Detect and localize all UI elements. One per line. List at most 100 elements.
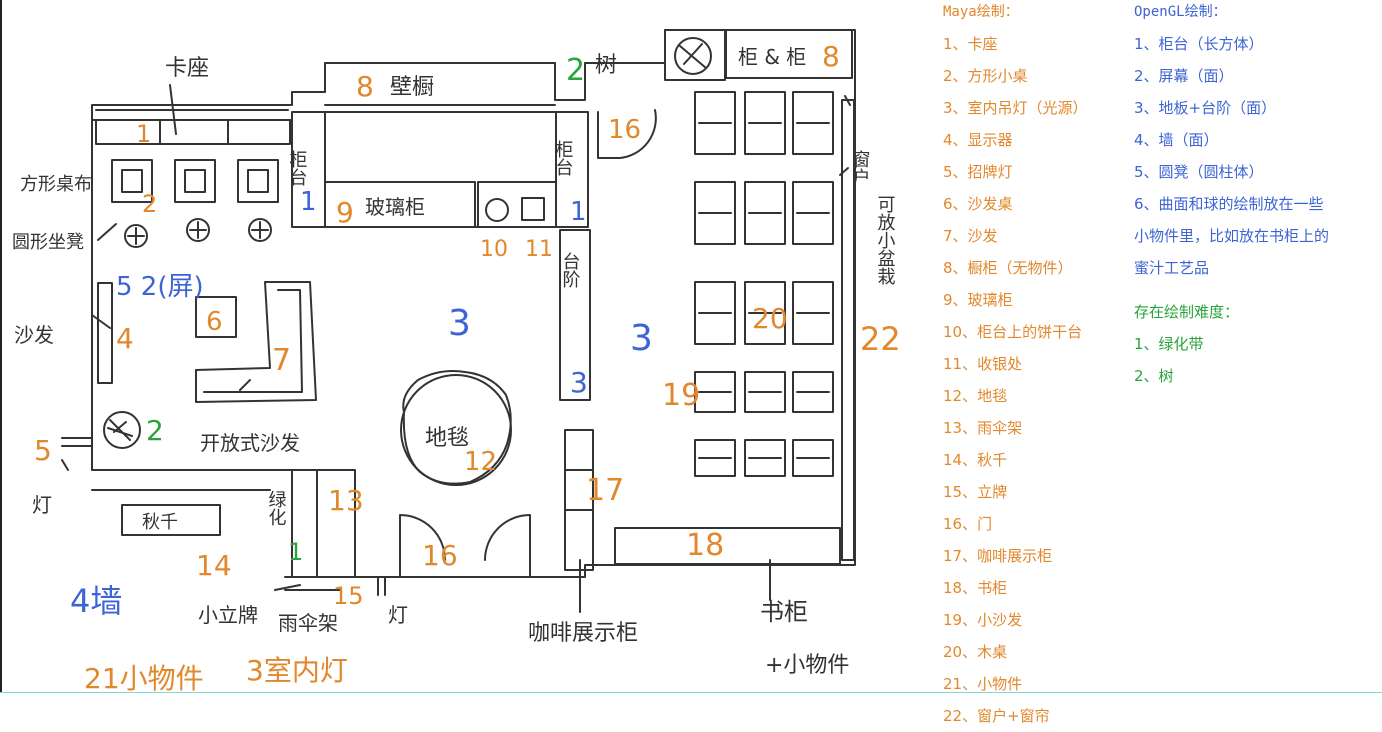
opengl-item: 1、柜台（长方体）	[1134, 35, 1264, 53]
num-6: 6	[206, 307, 223, 337]
tree	[103, 411, 141, 449]
round-stool	[186, 218, 210, 242]
maya-legend-title: Maya绘制：	[943, 4, 1019, 20]
chair-cell	[744, 281, 786, 345]
label-21-xiao-wu-jian: 21小物件	[84, 662, 204, 692]
num-16-bottom: 16	[422, 539, 458, 572]
label-deng-bottom: 灯	[388, 603, 408, 627]
num-blue-3-step: 3	[570, 366, 588, 399]
chair-cell	[694, 91, 736, 155]
square-table	[174, 159, 216, 203]
label-gui-tai-left: 柜台	[287, 150, 308, 186]
maya-item: 18、书柜	[943, 579, 1008, 597]
maya-item: 7、沙发	[943, 227, 998, 245]
num-5: 5	[34, 434, 52, 467]
chair-cell	[792, 281, 834, 345]
num-green-2-top: 2	[566, 53, 585, 88]
chair-cell	[744, 371, 786, 413]
opengl-legend: OpenGL绘制： 1、柜台（长方体） 2、屏幕（面） 3、地板+台阶（面） 4…	[1134, 0, 1329, 284]
swing	[121, 504, 221, 536]
difficulty-legend-title: 存在绘制难度：	[1134, 303, 1240, 321]
label-ka-zuo: 卡座	[165, 56, 209, 81]
label-di-tan: 地毯	[425, 426, 469, 451]
label-lv-hua: 绿化	[266, 490, 287, 526]
cabinet-right	[725, 29, 853, 79]
num-15: 15	[333, 582, 364, 610]
chair-cell	[792, 181, 834, 245]
chair-cell	[694, 281, 736, 345]
left-edge	[0, 0, 2, 692]
opengl-item: 4、墙（面）	[1134, 131, 1219, 149]
num-2: 2	[142, 190, 157, 218]
num-22: 22	[860, 320, 901, 358]
maya-legend: Maya绘制： 1、卡座 2、方形小桌 3、室内吊灯（光源） 4、显示器 5、招…	[943, 0, 1088, 732]
maya-item: 2、方形小桌	[943, 67, 1028, 85]
num-14: 14	[196, 549, 232, 582]
num-blue-3-center: 3	[448, 303, 471, 344]
opengl-item: 3、地板+台阶（面）	[1134, 99, 1277, 117]
label-plus-xiao-wu-jian: +小物件	[765, 653, 849, 678]
maya-item: 1、卡座	[943, 35, 998, 53]
label-deng-left: 灯	[32, 493, 52, 517]
num-blue-1-left: 1	[300, 187, 317, 217]
label-shu: 树	[595, 53, 617, 78]
num-11: 11	[525, 237, 553, 262]
maya-item: 9、玻璃柜	[943, 291, 1013, 309]
maya-item: 6、沙发桌	[943, 195, 1013, 213]
label-gui-tai-right: 柜台	[553, 140, 574, 176]
sketch-labels: 卡座 壁橱 树 柜 & 柜 柜台 柜台 玻璃柜 方形桌布 圆形坐凳 沙发 开放式…	[12, 40, 901, 692]
chair-cell	[694, 439, 736, 477]
maya-item: 8、橱柜（无物件）	[943, 259, 1073, 277]
maya-item: 14、秋千	[943, 451, 1008, 469]
door-16	[597, 109, 657, 159]
chair-cell	[744, 91, 786, 155]
num-blue-3-right: 3	[630, 318, 653, 359]
opengl-legend-title: OpenGL绘制：	[1134, 4, 1227, 20]
num-4: 4	[116, 322, 134, 355]
label-5-2-ping: 5 2(屏)	[116, 272, 204, 302]
label-4-qiang: 4墙	[70, 582, 122, 620]
num-17: 17	[586, 473, 624, 508]
chair-grid	[694, 91, 834, 477]
num-blue-1-right: 1	[570, 197, 587, 227]
chair-cell	[694, 181, 736, 245]
bottom-guide-line	[0, 692, 1382, 693]
opengl-item: 蜜汁工艺品	[1134, 259, 1210, 277]
label-shu-gui: 书柜	[760, 598, 808, 626]
label-xiao-li-pai: 小立牌	[198, 603, 258, 627]
maya-item: 16、门	[943, 515, 993, 533]
difficulty-legend: 存在绘制难度： 1、绿化带 2、树	[1134, 296, 1239, 392]
maya-item: 19、小沙发	[943, 611, 1023, 629]
num-12: 12	[464, 447, 497, 477]
maya-item: 4、显示器	[943, 131, 1013, 149]
num-10: 10	[480, 237, 508, 262]
sofa-table	[195, 296, 237, 338]
label-chuang-hu: 窗户	[850, 150, 871, 186]
opengl-item: 小物件里，比如放在书柜上的	[1134, 227, 1330, 245]
difficulty-item: 2、树	[1134, 367, 1174, 385]
chair-cell	[744, 439, 786, 477]
maya-item: 20、木桌	[943, 643, 1008, 661]
maya-item: 17、咖啡展示柜	[943, 547, 1053, 565]
num-20: 20	[752, 302, 788, 335]
num-16-top: 16	[608, 115, 641, 145]
floor-plan-sketch	[61, 29, 856, 613]
label-gui-ju: 柜 & 柜	[738, 45, 806, 69]
num-9: 9	[336, 196, 354, 229]
label-ka-fei-zhan-shi-gui: 咖啡展示柜	[528, 621, 638, 646]
counter-right	[555, 111, 589, 228]
num-7: 7	[272, 343, 291, 378]
sofa	[195, 281, 317, 403]
label-bo-li-gui: 玻璃柜	[365, 195, 425, 219]
num-8-top: 8	[356, 70, 374, 103]
opengl-item: 6、曲面和球的绘制放在一些	[1134, 195, 1324, 213]
maya-item: 13、雨伞架	[943, 419, 1023, 437]
maya-item: 5、招牌灯	[943, 163, 1013, 181]
num-18: 18	[686, 528, 724, 563]
label-bi-chu: 壁橱	[390, 75, 434, 100]
chair-cell	[792, 439, 834, 477]
num-13: 13	[328, 484, 364, 517]
chair-cell	[694, 371, 736, 413]
maya-item: 21、小物件	[943, 675, 1023, 693]
num-1: 1	[136, 120, 151, 148]
